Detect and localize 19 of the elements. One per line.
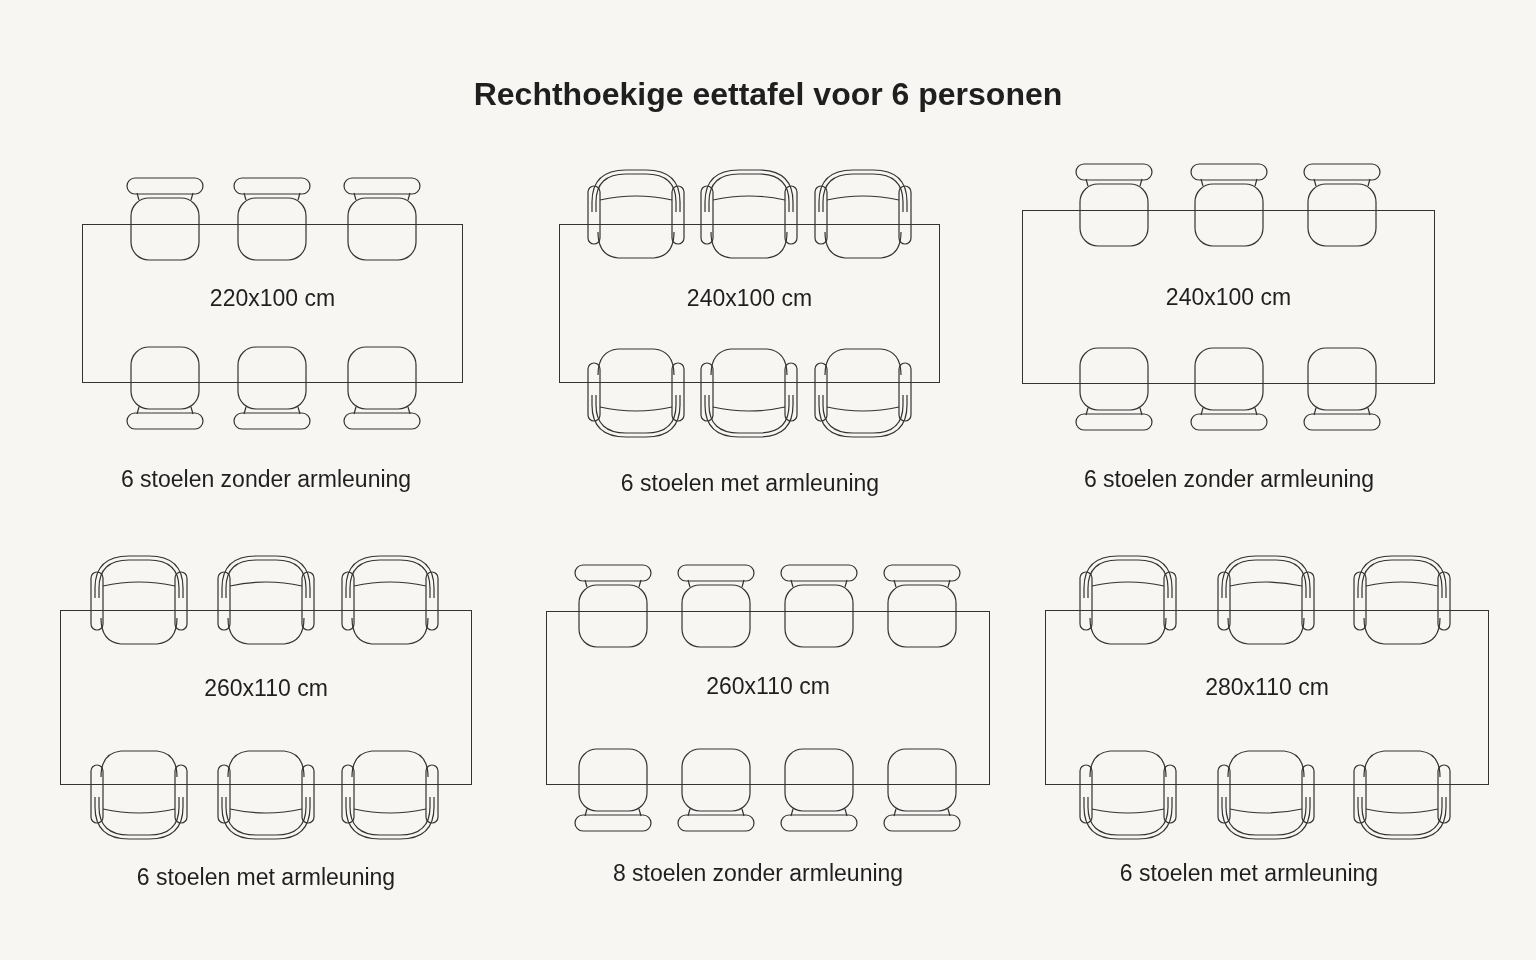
- seating-caption: 6 stoelen met armleuning: [1119, 860, 1379, 887]
- seating-caption: 6 stoelen zonder armleuning: [1083, 466, 1375, 493]
- table-outline: [1022, 210, 1435, 384]
- seating-caption: 6 stoelen zonder armleuning: [120, 466, 412, 493]
- table-dimension: 260x110 cm: [706, 673, 830, 700]
- table-outline: [60, 610, 472, 785]
- table-dimension: 220x100 cm: [209, 285, 336, 312]
- seating-caption: 6 stoelen met armleuning: [136, 864, 396, 891]
- seating-caption: 6 stoelen met armleuning: [620, 470, 880, 497]
- table-dimension: 280x110 cm: [1205, 674, 1329, 701]
- table-outline: [82, 224, 463, 383]
- seating-caption: 8 stoelen zonder armleuning: [612, 860, 904, 887]
- diagram-title: Rechthoekige eettafel voor 6 personen: [473, 76, 1063, 113]
- table-outline: [1045, 610, 1489, 785]
- table-outline: [559, 224, 940, 383]
- table-outline: [546, 611, 990, 785]
- table-dimension: 240x100 cm: [686, 285, 813, 312]
- table-dimension: 260x110 cm: [204, 675, 328, 702]
- table-dimension: 240x100 cm: [1165, 284, 1292, 311]
